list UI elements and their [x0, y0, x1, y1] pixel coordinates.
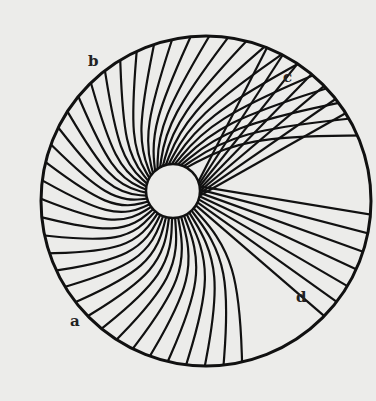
callout-letter: b	[88, 54, 99, 69]
spiral-fibre	[133, 40, 149, 178]
callout-letter: d	[296, 290, 307, 305]
straight-fibre	[197, 202, 344, 307]
spiral-fibre	[32, 209, 154, 228]
straight-fibre	[200, 193, 373, 255]
straight-fibre	[200, 93, 344, 193]
straight-fibre	[200, 108, 355, 195]
callout-letter: a	[70, 314, 80, 329]
central-hole	[146, 164, 200, 218]
outer-rim	[41, 36, 371, 366]
spiral-fibre	[164, 216, 197, 371]
callout-letter: c	[283, 70, 292, 85]
straight-fibre	[196, 205, 332, 322]
straight-fibre	[200, 190, 376, 236]
straight-fibre	[199, 199, 356, 291]
straight-fibre	[200, 67, 319, 189]
spiral-fibre	[37, 156, 148, 206]
straight-fibre	[200, 79, 332, 191]
fibre-lines	[31, 26, 376, 376]
spiral-fibre	[181, 101, 349, 166]
